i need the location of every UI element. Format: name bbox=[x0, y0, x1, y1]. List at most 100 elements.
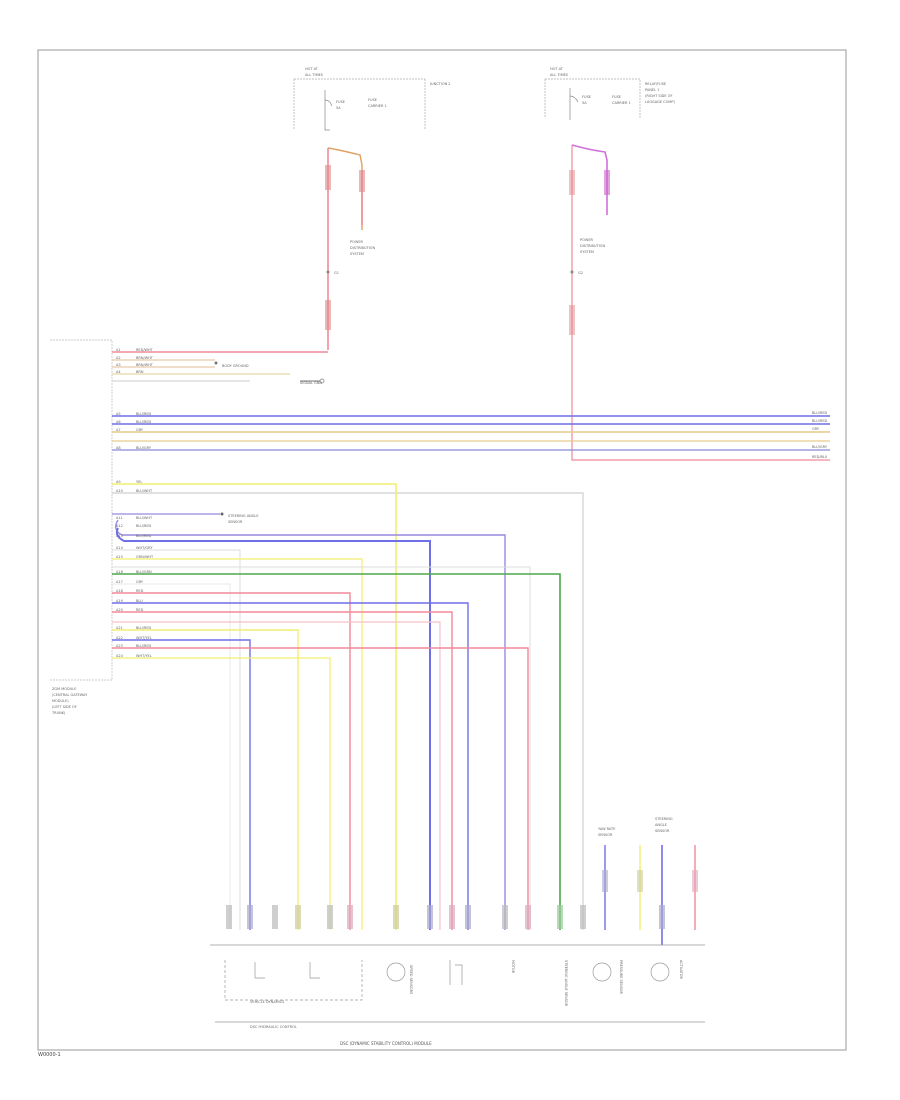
right-ground-2: DISTRIBUTION bbox=[580, 244, 605, 248]
pin-wire: GRY bbox=[136, 428, 144, 432]
pin-wire: RED bbox=[136, 608, 144, 612]
page-id: W0000-1 bbox=[38, 1052, 61, 1058]
fuse-right-header-2: ALL TIMES bbox=[550, 73, 569, 77]
comp-label-motor: MOTOR bbox=[511, 960, 515, 974]
sensor-feeds-right: YAW RATE SENSOR STEERING ANGLE SENSOR bbox=[598, 817, 698, 945]
main-module-label: DSC (DYNAMIC STABILITY CONTROL) MODULE bbox=[340, 1041, 432, 1046]
module-name-4: (LEFT SIDE OF bbox=[52, 705, 77, 709]
fuse-left-panel-label: JUNCTION 2 bbox=[429, 82, 451, 86]
pin-label: A23 bbox=[116, 644, 123, 648]
fuse-right-header-1: HOT AT bbox=[550, 67, 564, 71]
sensor-label-a1: YAW RATE bbox=[598, 827, 615, 831]
pin-wire: BLU/RED bbox=[136, 626, 152, 630]
fuse-left-header-2: ALL TIMES bbox=[305, 73, 324, 77]
steering-note-2: SENSOR bbox=[228, 520, 243, 524]
pin-wire: BRN/WHT bbox=[136, 363, 154, 367]
sensor-label-b3: SENSOR bbox=[655, 829, 670, 833]
feed-wire-left: POWER DISTRIBUTION SYSTEM G1 bbox=[325, 147, 375, 350]
pin-label: A22 bbox=[116, 636, 123, 640]
pin-wire: YEL bbox=[136, 480, 142, 484]
pin-wire: BLU/GRN bbox=[136, 570, 152, 574]
fuse-left-header-1: HOT AT bbox=[305, 67, 319, 71]
signal-ground-label: SIGNAL GND bbox=[300, 381, 322, 385]
harness-label: VEHICLE DYNAMICS bbox=[250, 1000, 285, 1004]
pin-wire: GRN/WHT bbox=[136, 555, 154, 559]
bus-wire-2: BLU/RED bbox=[812, 419, 828, 423]
bus-wire-1: BLU/RED bbox=[812, 411, 828, 415]
right-ground-code: G2 bbox=[578, 271, 583, 275]
pin-wire: WHT/YEL bbox=[136, 654, 152, 658]
comp-label-actuator: ACTUATOR bbox=[679, 960, 683, 979]
left-ground-code: G1 bbox=[334, 271, 339, 275]
pin-label: A13 bbox=[116, 534, 123, 538]
fuse-block-right: HOT AT ALL TIMES FUSE 5A FUSE CARRIER 1 … bbox=[544, 67, 675, 120]
pin-label: A19 bbox=[116, 599, 123, 603]
pin-wire: RED bbox=[136, 589, 144, 593]
pin-wire: BLU/RED bbox=[136, 420, 152, 424]
pin-label: A5 bbox=[116, 412, 121, 416]
right-ground-1: POWER bbox=[580, 238, 594, 242]
pin-wire: BLU/RED bbox=[136, 412, 152, 416]
fuse-right-fuse-label: FUSE bbox=[582, 95, 591, 99]
bottom-connector-row: VEHICLE DYNAMICS DSC HYDRAULIC CONTROL S… bbox=[210, 905, 705, 1046]
pin-label: A8 bbox=[116, 446, 121, 450]
pin-wire: WHT/YEL bbox=[136, 636, 152, 640]
wire-bus-right: BLU/RED BLU/RED GRY BLU/GRY RED/BLU bbox=[112, 411, 830, 459]
pin-label: A16 bbox=[116, 570, 123, 574]
wire-fanout: STEERING ANGLE SENSOR bbox=[112, 483, 584, 930]
fuse-right-panel-3: (RIGHT SIDE OF bbox=[645, 94, 672, 98]
pin-label: A3 bbox=[116, 363, 121, 367]
pin-label: A1 bbox=[116, 348, 121, 352]
pin-label: A9 bbox=[116, 480, 121, 484]
sensor-label-b1: STEERING bbox=[655, 817, 673, 821]
pin-label: A15 bbox=[116, 555, 123, 559]
fuse-right-panel-1: RELAY/FUSE bbox=[645, 82, 666, 86]
body-ground-label: BODY GROUND bbox=[222, 364, 249, 368]
pin-wire: BLU/RED bbox=[136, 524, 152, 528]
pin-wire: BLU/GRY bbox=[136, 446, 152, 450]
steering-note-1: STEERING ANGLE bbox=[228, 514, 259, 518]
pin-wire: BRN bbox=[136, 370, 144, 374]
bus-wire-5: RED/BLU bbox=[812, 455, 828, 459]
pin-label: A2 bbox=[116, 356, 121, 360]
comp-label-speed: SPEED SENSORS bbox=[409, 965, 413, 995]
fuse-left-note-2: CARRIER 1 bbox=[368, 104, 387, 108]
fuse-block-left: HOT AT ALL TIMES JUNCTION 2 FUSE 5A FUSE… bbox=[293, 67, 451, 131]
pin-wire: RED/WHT bbox=[136, 348, 154, 352]
pin-wire: BLU/WHT bbox=[136, 516, 153, 520]
fuse-right-fuse-value: 5A bbox=[582, 101, 587, 105]
pin-label: A18 bbox=[116, 589, 123, 593]
left-ground-2: DISTRIBUTION bbox=[350, 246, 375, 250]
subsystem-label: DSC HYDRAULIC CONTROL bbox=[250, 1025, 297, 1029]
pin-label: A14 bbox=[116, 546, 124, 550]
pin-label: A20 bbox=[116, 608, 123, 612]
pin-wire: WHT/GRY bbox=[136, 546, 153, 550]
fuse-left-fuse-value: 5A bbox=[336, 106, 341, 110]
fuse-right-panel-2: PANEL 1 bbox=[645, 88, 659, 92]
wire-group-top: BODY GROUND SIGNAL GND bbox=[112, 351, 328, 385]
pin-label: A21 bbox=[116, 626, 123, 630]
sensor-label-b2: ANGLE bbox=[655, 823, 667, 827]
module-name-1: ZGM MODULE bbox=[52, 687, 76, 691]
zgm-module: ZGM MODULE (CENTRAL GATEWAY MODULE) (LEF… bbox=[50, 339, 113, 715]
module-name-5: TRUNK) bbox=[51, 711, 66, 715]
left-ground-1: POWER bbox=[350, 240, 364, 244]
pin-label: A17 bbox=[116, 580, 123, 584]
fuse-right-note-1: FUSE bbox=[612, 95, 621, 99]
pin-label: A4 bbox=[116, 370, 121, 374]
fuse-left-note-1: FUSE bbox=[368, 98, 377, 102]
fuse-right-panel-4: LUGGAGE COMP) bbox=[645, 100, 675, 104]
module-name-2: (CENTRAL GATEWAY bbox=[52, 693, 88, 697]
pin-wire: BLU bbox=[136, 599, 143, 603]
pin-wire: BLU/RED bbox=[136, 644, 152, 648]
pin-label: A11 bbox=[116, 516, 123, 520]
fuse-right-note-2: CARRIER 1 bbox=[612, 101, 631, 105]
right-ground-3: SYSTEM bbox=[580, 250, 594, 254]
module-name-3: MODULE) bbox=[52, 699, 69, 703]
pin-wire: GRY bbox=[136, 580, 144, 584]
pin-label: A10 bbox=[116, 489, 123, 493]
pin-wire: BLU/WHT bbox=[136, 489, 153, 493]
pin-wire: BLU/RED bbox=[136, 534, 152, 538]
pin-label: A7 bbox=[116, 428, 121, 432]
module-pin-labels: A1 RED/WHT A2 BRN/WHT A3 BRN/WHT A4 BRN … bbox=[116, 348, 154, 658]
